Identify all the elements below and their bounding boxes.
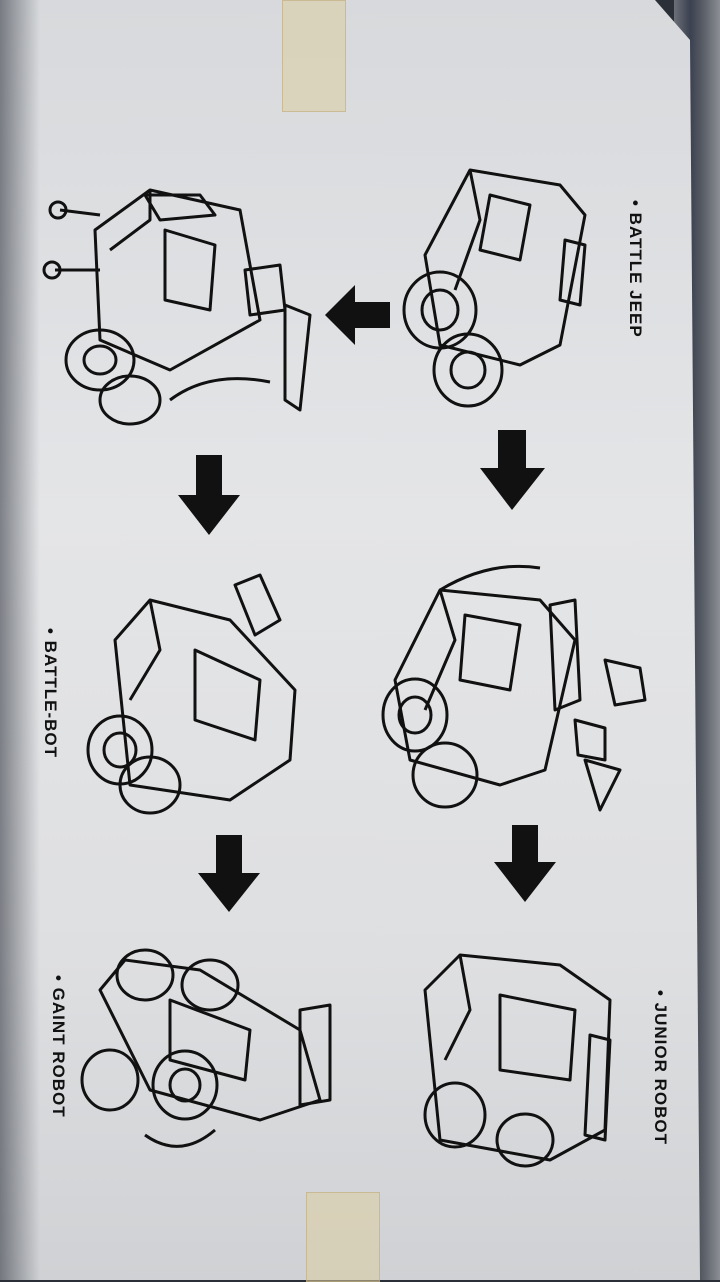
label-battle-jeep: • BATTLE JEEP [626, 200, 645, 338]
left-shadow [0, 0, 40, 1280]
junior-robot-illustration [423, 953, 612, 1168]
tape-bottom [306, 1192, 380, 1282]
arrow-left [325, 285, 390, 345]
arrow-down-left-2 [198, 835, 260, 912]
tape-top [282, 0, 346, 112]
arrow-down-right-2 [494, 825, 556, 902]
arrow-down-left-1 [178, 455, 240, 535]
instruction-illustrations [42, 168, 647, 1168]
giant-robot-illustration [80, 948, 332, 1148]
label-battle-bot: • BATTLE-BOT [41, 628, 60, 759]
transforming-jeep-illustration [381, 564, 647, 812]
label-gaint-robot: • GAINT ROBOT [49, 975, 68, 1118]
arrow-down-right-1 [480, 430, 545, 510]
battle-bot-illustration [86, 573, 297, 815]
robot-parts-illustration [42, 188, 312, 426]
arrows [178, 285, 556, 912]
label-junior-robot: • JUNIOR ROBOT [651, 990, 670, 1146]
battle-jeep-illustration [402, 168, 587, 408]
